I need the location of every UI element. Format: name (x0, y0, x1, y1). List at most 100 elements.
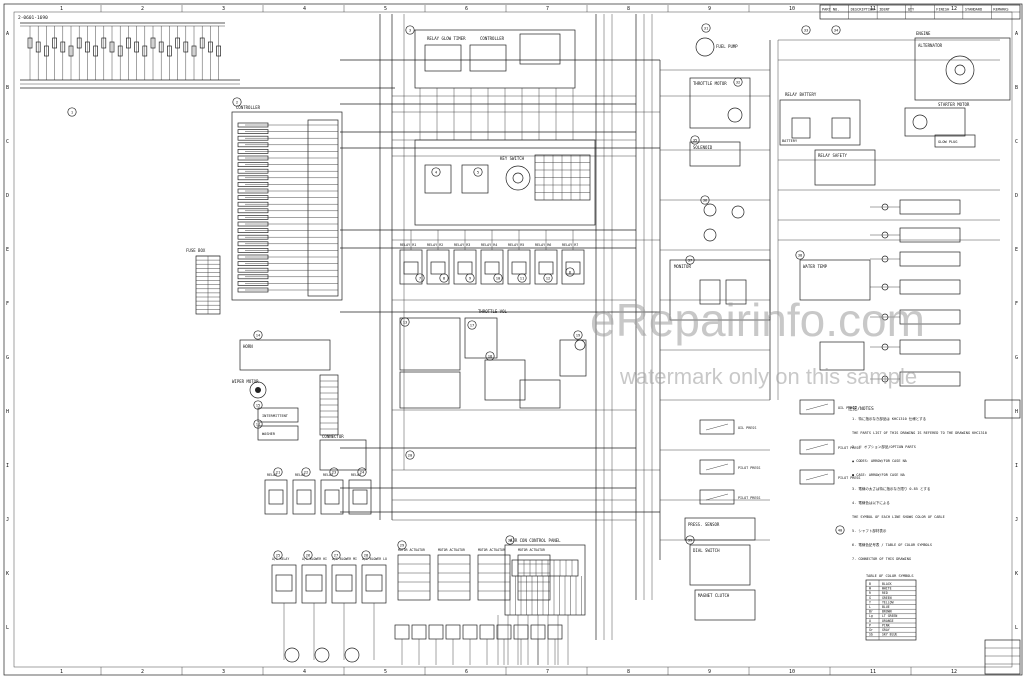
row-marker: E (1015, 247, 1018, 253)
throttle-motor-label: THROTTLE MOTOR (693, 81, 727, 86)
relay: A/C BLOWER LO (361, 557, 387, 660)
callout-number: 5 (477, 170, 479, 175)
controller-block: CONTROLLER (231, 105, 343, 301)
column-marker: 6 (465, 6, 468, 12)
relay: RELAY R5 (507, 230, 531, 285)
color-symbol: Y (869, 600, 871, 604)
relay-label: RELAY (323, 473, 333, 477)
relay: RELAY (292, 473, 316, 515)
callout-number: 4 (435, 170, 438, 175)
callout-number: 31 (704, 26, 709, 31)
bottom-connectors (394, 615, 569, 665)
pressure-switches: OIL PRESS PILOT PRESS PILOT PRESS OIL PRESS… (699, 399, 860, 505)
color-symbol: G (869, 596, 871, 600)
pressure-switch-label: OIL PRESS (838, 406, 856, 410)
right-sensors (870, 199, 961, 387)
relay-safety-label: RELAY SAFETY (818, 153, 847, 158)
column-marker: 4 (303, 669, 306, 675)
callout-number: 15 (256, 403, 261, 408)
column-marker: 9 (708, 669, 711, 675)
drawing-frame (13, 11, 1013, 668)
note-line: THE PARTS LIST OF THIS DRAWING IS REFERE… (852, 431, 987, 435)
row-marker: C (1015, 139, 1018, 145)
relay: RELAY (264, 473, 288, 515)
color-name: BROWN (882, 610, 892, 614)
pressure-switch: PILOT PRESS (799, 469, 860, 485)
callout: 28 (361, 550, 371, 560)
callout-number: 7 (419, 276, 421, 281)
row-marker: A (6, 31, 9, 37)
callout: 23 (329, 467, 339, 477)
monitor-area: MONITOR WATER TEMP (669, 259, 871, 371)
callout: 32 (733, 77, 743, 87)
color-symbol: Gr (869, 628, 873, 632)
callout: 24 (357, 467, 367, 477)
callout-number: 21 (276, 470, 281, 475)
note-line: 2. ※ オプション部品/OPTION PARTS (852, 444, 916, 449)
pressure-switch: PILOT PRESS (699, 459, 760, 475)
callout-number: 22 (304, 470, 309, 475)
column-marker: 12 (951, 6, 957, 12)
callout-number: 18 (488, 354, 493, 359)
color-table-title: TABLE OF COLOR SYMBOLS (866, 574, 914, 578)
color-symbol: Sb (869, 633, 873, 637)
callout: 33 (801, 25, 811, 35)
color-name: RED (882, 591, 888, 595)
relay: RELAY R3 (453, 230, 477, 285)
relay-battery-label: RELAY BATTERY (785, 92, 817, 97)
relay-label: A/C BLOWER LO (362, 557, 387, 561)
relay: A/C BLOWER HI (301, 557, 327, 660)
callout-number: 36 (703, 198, 708, 203)
color-name: YELLOW (882, 600, 894, 604)
callout: 3 (405, 25, 415, 35)
center-components: THROTTLE VOL (399, 309, 587, 409)
color-symbol: R (869, 591, 871, 595)
cross-wires (340, 39, 1000, 541)
callout: 25 (273, 550, 283, 560)
press-sensor-label: PRESS. SENSOR (688, 522, 720, 527)
relay-label: RELAY R3 (454, 243, 470, 247)
color-symbol: W (869, 587, 871, 591)
column-marker: 2 (141, 6, 144, 12)
dial-magnet-area: DIAL SWITCH MAGNET CLUTCH PRESS. SENSOR (684, 517, 756, 621)
main-bus-lines (379, 14, 779, 640)
throttle-vol-label: THROTTLE VOL (478, 309, 507, 314)
controller-top-label: CONTROLLER (480, 36, 505, 41)
column-marker: 8 (627, 669, 630, 675)
magnet-clutch-label: MAGNET CLUTCH (698, 593, 730, 598)
callout-number: 39 (688, 538, 693, 543)
column-marker: 10 (789, 669, 795, 675)
note-line: 5. シャフト部材表示 (852, 528, 887, 533)
callout-number: 34 (834, 28, 839, 33)
column-marker: 2 (141, 669, 144, 675)
motor-actuator-label: MOTOR ACTUATOR (438, 548, 465, 552)
callout: 30 (505, 535, 515, 545)
callout-number: 3 (409, 28, 411, 33)
pressure-switch-label: OIL PRESS (738, 426, 756, 430)
color-symbol: O (869, 619, 871, 623)
title-block-header: FINISH (936, 8, 949, 12)
color-symbol: Lg (869, 614, 873, 618)
callout-number: 10 (496, 276, 501, 281)
relay: RELAY (320, 473, 344, 515)
callout-number: 1 (71, 110, 74, 115)
air-con-label: AIR CON CONTROL PANEL (510, 538, 561, 543)
pressure-switch: PILOT PRESS (699, 489, 760, 505)
callout-number: 24 (360, 470, 365, 475)
column-marker: 10 (789, 6, 795, 12)
row-marker: F (6, 301, 9, 307)
callout-number: 14 (256, 333, 261, 338)
callout-number: 29 (400, 543, 405, 548)
column-marker: 5 (384, 6, 387, 12)
callout-number: 33 (804, 28, 809, 33)
callout: 15 (253, 400, 263, 410)
callout: 27 (331, 550, 341, 560)
callout: 6 (565, 267, 575, 277)
callout: 7 (415, 273, 425, 283)
relay: RELAY R7 (561, 230, 585, 285)
row-marker: L (6, 625, 9, 631)
